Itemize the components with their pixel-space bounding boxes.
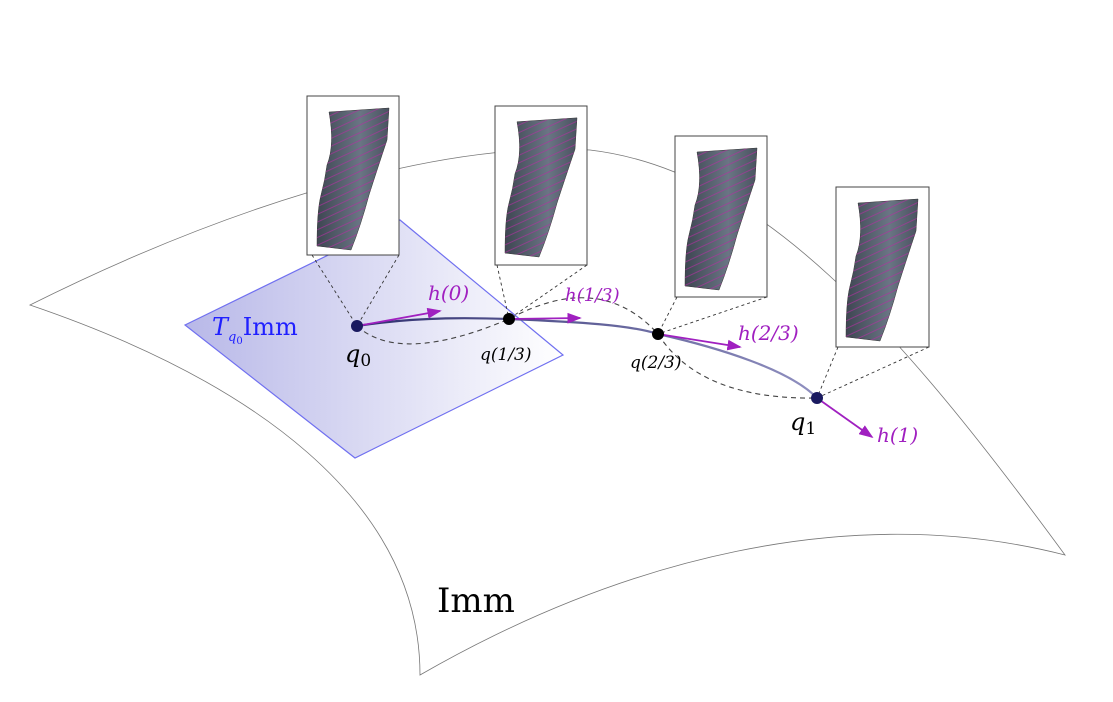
label-q13: q(1/3) (480, 345, 532, 365)
shape-box-q1 (835, 186, 930, 348)
label-q1: q1 (790, 408, 816, 439)
point-q13 (503, 313, 515, 325)
dashed-path (356, 297, 818, 399)
box-connectors (311, 254, 930, 399)
point-q23 (652, 328, 664, 340)
label-tangent-space: Tq0Imm (212, 313, 298, 347)
shape-box-q0 (306, 95, 400, 256)
vector-h1 (816, 397, 874, 439)
label-q0: q0 (345, 340, 371, 371)
vector-h0 (356, 307, 442, 327)
point-q0 (351, 320, 363, 332)
point-q1 (811, 392, 823, 404)
geodesic-curve (356, 317, 818, 399)
vector-h23 (657, 333, 742, 351)
label-h1: h(1) (877, 423, 918, 447)
label-h13: h(1/3) (565, 285, 620, 306)
label-q23: q(2/3) (630, 353, 682, 373)
label-h0: h(0) (428, 281, 469, 305)
shape-box-q13 (494, 105, 588, 266)
vector-h13 (508, 312, 582, 324)
shape-box-q23 (674, 135, 768, 298)
label-manifold: Imm (437, 581, 515, 621)
label-h23: h(2/3) (738, 321, 799, 345)
